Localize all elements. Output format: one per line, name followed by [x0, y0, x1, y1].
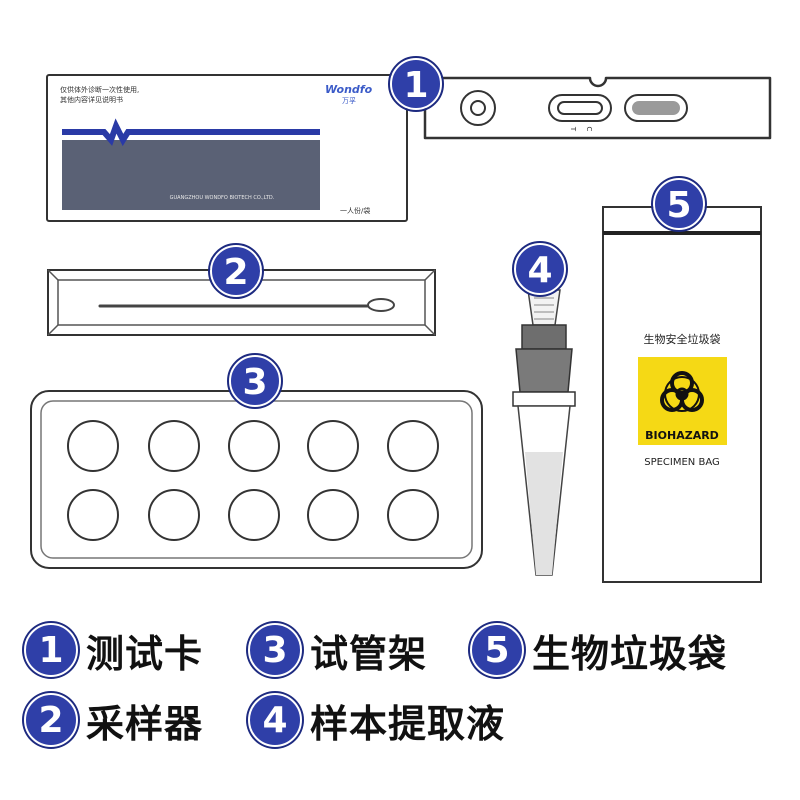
brand-logo-latin: Wondfo — [325, 83, 373, 96]
legend-badge: 5 — [470, 623, 524, 677]
rack-holes — [67, 420, 439, 541]
rack-hole — [387, 489, 439, 541]
legend-item-extraction-liquid: 4 样本提取液 — [248, 692, 505, 748]
specimen-bag: 生物安全垃圾袋 BIOHAZARD SPECIMEN BAG — [602, 206, 762, 583]
svg-text:1: 1 — [403, 65, 428, 106]
swab-tip — [367, 298, 395, 312]
rack-hole — [67, 420, 119, 472]
rack-hole — [228, 420, 280, 472]
test-cassette: C T — [423, 76, 772, 140]
rack-hole — [228, 489, 280, 541]
biohazard-icon — [660, 371, 704, 412]
legend-item-bio-bag: 5 生物垃圾袋 — [470, 622, 727, 678]
badge-4: 4 — [512, 241, 568, 297]
rack-hole — [148, 420, 200, 472]
brand-logo-cn: 万孚 — [342, 96, 356, 105]
legend-badge: 2 — [24, 693, 78, 747]
svg-text:2: 2 — [223, 252, 248, 293]
tube-liquid — [525, 452, 563, 575]
tube-rim — [512, 391, 576, 407]
rack-hole — [307, 420, 359, 472]
tube-rack — [30, 390, 483, 569]
test-line-label: T — [569, 126, 577, 132]
svg-text:3: 3 — [242, 362, 267, 403]
legend: 1 测试卡 3 试管架 5 生物垃圾袋 2 采样器 4 样本提取液 — [0, 610, 800, 800]
legend-badge: 4 — [248, 693, 302, 747]
legend-item-tube-rack: 3 试管架 — [248, 622, 427, 678]
company-name: GUANGZHOU WONDFO BIOTECH CO.,LTD. — [170, 195, 275, 201]
legend-item-sampler: 2 采样器 — [24, 692, 203, 748]
result-window-inner — [557, 101, 603, 115]
bag-title: 生物安全垃圾袋 — [644, 332, 721, 346]
tube-cap-upper — [521, 324, 567, 350]
legend-label: 生物垃圾袋 — [532, 631, 728, 676]
legend-badge: 3 — [248, 623, 302, 677]
tube-cap-lower — [515, 348, 573, 393]
test-card-pouch: 仅供体外诊断一次性使用, 其他内容详见说明书 Wondfo 万孚 GUANGZH… — [46, 74, 408, 222]
extraction-tube — [512, 289, 576, 576]
control-line-label: C — [585, 127, 593, 132]
pouch-dark-band — [62, 140, 320, 210]
biohazard-text: BIOHAZARD — [645, 429, 719, 442]
legend-label: 试管架 — [310, 631, 428, 676]
rack-hole — [148, 489, 200, 541]
pouch-blue-stripe — [62, 118, 320, 147]
legend-badge: 1 — [24, 623, 78, 677]
rack-hole — [307, 489, 359, 541]
svg-text:4: 4 — [527, 250, 552, 291]
badge-3: 3 — [227, 353, 283, 409]
pouch-note-line2: 其他内容详见说明书 — [60, 95, 123, 104]
badge-2: 2 — [208, 243, 264, 299]
bag-caption: SPECIMEN BAG — [644, 457, 720, 468]
svg-text:5: 5 — [666, 185, 691, 226]
pouch-note-line1: 仅供体外诊断一次性使用, — [60, 85, 139, 94]
read-window-fill — [632, 101, 680, 115]
badge-1: 1 — [388, 56, 444, 112]
rack-hole — [67, 489, 119, 541]
item-badges: 1 2 3 4 5 — [208, 56, 707, 409]
pouch-unit-label: 一人份/袋 — [340, 206, 370, 215]
sample-well-inner — [470, 100, 486, 116]
legend-label: 样本提取液 — [310, 701, 506, 746]
legend-label: 测试卡 — [86, 631, 204, 676]
rack-hole — [387, 420, 439, 472]
legend-item-test-card: 1 测试卡 — [24, 622, 203, 678]
badge-5: 5 — [651, 176, 707, 232]
legend-label: 采样器 — [86, 701, 204, 746]
